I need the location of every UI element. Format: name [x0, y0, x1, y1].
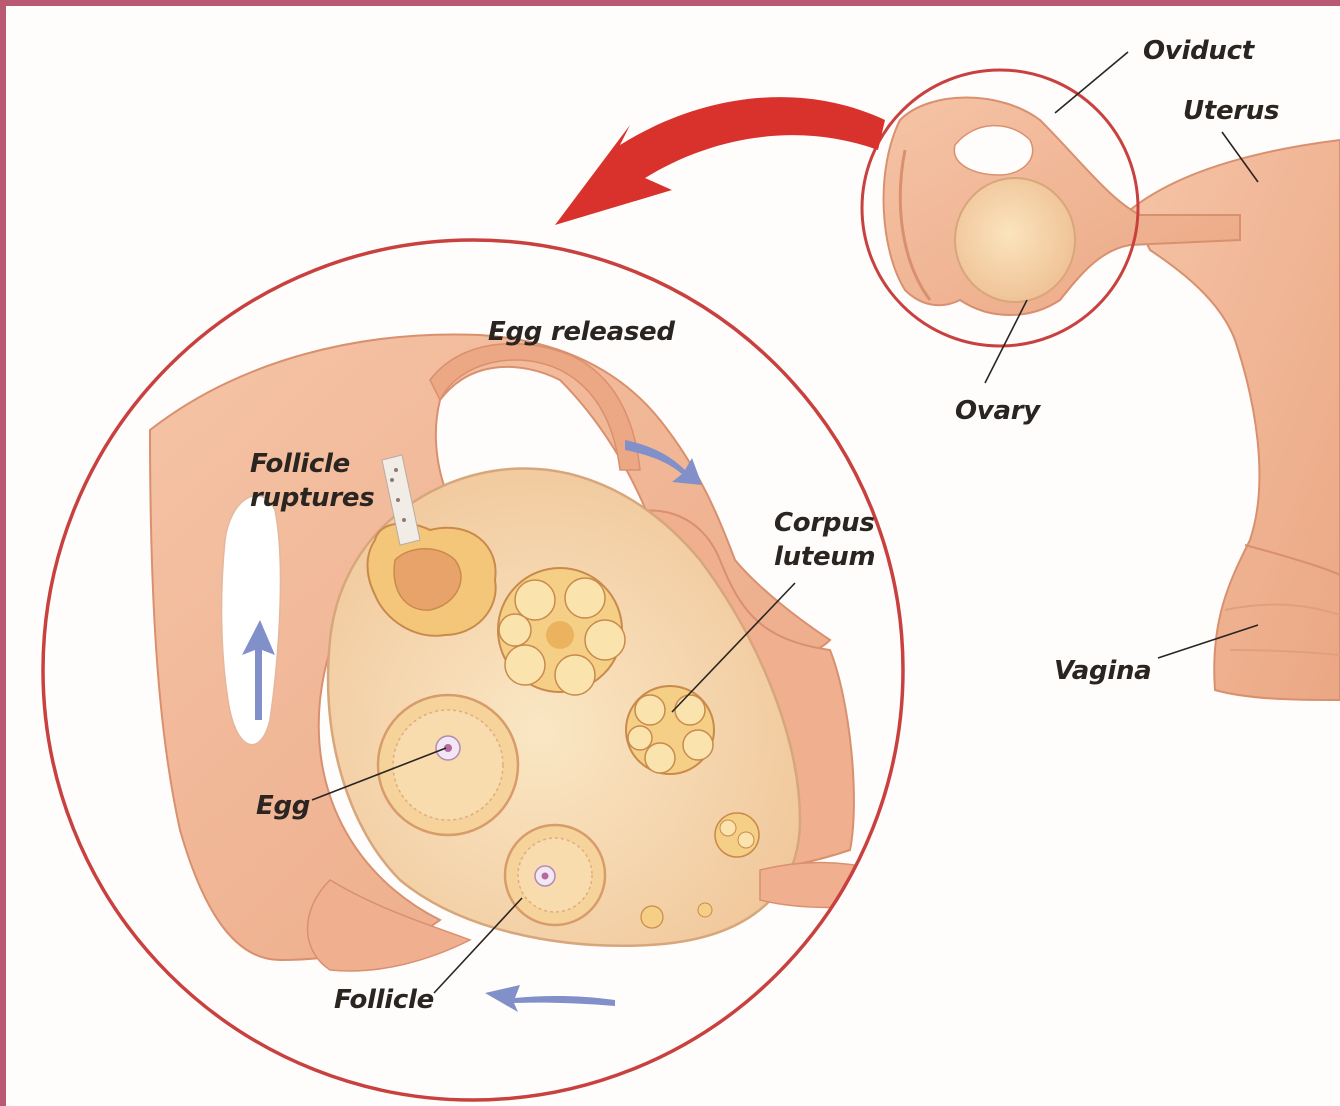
label-follicle-ruptures-line2: ruptures: [250, 481, 374, 515]
label-oviduct: Oviduct: [1143, 34, 1254, 68]
curved-arrow-icon: [555, 97, 885, 225]
label-vagina: Vagina: [1054, 654, 1151, 688]
label-corpus-luteum-line2: luteum: [774, 540, 875, 574]
magnified-view: [43, 240, 903, 1100]
label-ovary: Ovary: [955, 394, 1040, 428]
label-follicle-ruptures: Follicle ruptures: [250, 447, 374, 515]
label-follicle: Follicle: [334, 983, 434, 1017]
label-egg-released: Egg released: [488, 315, 675, 349]
egg-follicle: [378, 695, 518, 835]
label-corpus-luteum-line1: Corpus: [774, 506, 875, 540]
corpus-luteum-medium: [626, 686, 714, 774]
label-egg: Egg: [256, 789, 310, 823]
follicle: [505, 825, 605, 925]
label-corpus-luteum: Corpus luteum: [774, 506, 875, 574]
label-uterus: Uterus: [1183, 94, 1279, 128]
label-follicle-ruptures-line1: Follicle: [250, 447, 374, 481]
ovulation-illustration: [6, 6, 1340, 1106]
